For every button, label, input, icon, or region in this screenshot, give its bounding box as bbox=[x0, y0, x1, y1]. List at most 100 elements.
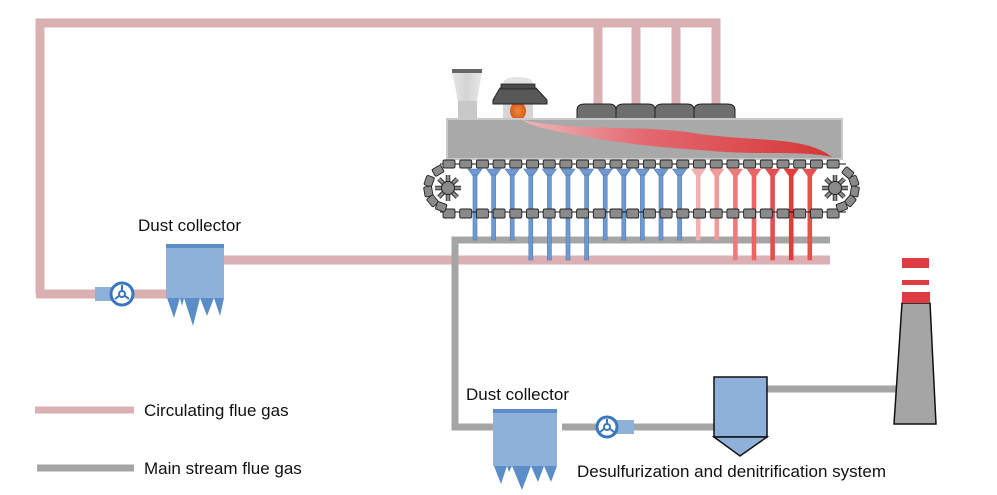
pallet-trolley bbox=[509, 159, 523, 169]
fan-icon bbox=[109, 281, 135, 307]
sprocket-right-icon bbox=[822, 175, 848, 201]
dust-hopper-cones bbox=[494, 466, 557, 490]
ignition-flame-icon bbox=[510, 102, 526, 120]
dust-hopper-cones bbox=[167, 298, 224, 326]
dust-collector-cap bbox=[166, 244, 224, 248]
legend-label-main-stream: Main stream flue gas bbox=[144, 459, 302, 478]
chimney bbox=[893, 258, 937, 425]
pallet-trolley bbox=[492, 208, 506, 219]
chimney-band bbox=[902, 280, 929, 285]
ignition-hood-top bbox=[500, 83, 536, 90]
pallet-trolley bbox=[592, 208, 606, 219]
pallet-trolley bbox=[592, 159, 606, 169]
circulating-hood bbox=[576, 103, 617, 121]
windbox-leg bbox=[621, 174, 627, 241]
pallet-trolley bbox=[475, 208, 489, 219]
pallet-trolley bbox=[759, 159, 773, 169]
windbox-leg bbox=[788, 174, 794, 261]
pallet-trolley bbox=[809, 208, 823, 219]
pallet-trolley bbox=[559, 208, 573, 219]
pallet-trolley bbox=[426, 194, 439, 208]
legend-label-circulating: Circulating flue gas bbox=[144, 401, 289, 420]
pallet-trolley bbox=[609, 159, 623, 169]
pallet-chain bbox=[423, 159, 860, 219]
pallet-trolley bbox=[826, 208, 840, 219]
pallet-trolley bbox=[676, 159, 690, 169]
pallet-trolley bbox=[542, 208, 556, 219]
ignition-hood bbox=[492, 87, 548, 105]
fan-blades bbox=[599, 419, 615, 433]
pallet-trolley bbox=[844, 194, 857, 208]
dust-collector-cap bbox=[493, 409, 557, 413]
circulating-hoods bbox=[576, 103, 736, 121]
circulating-return-pipe bbox=[35, 18, 721, 294]
windbox-leg bbox=[491, 174, 496, 241]
pallet-trolley bbox=[509, 208, 523, 219]
sprocket-hub bbox=[828, 181, 842, 195]
pallet-trolley bbox=[709, 159, 723, 169]
windbox-leg bbox=[695, 174, 701, 241]
dust-collector-body bbox=[493, 411, 557, 466]
windbox-leg bbox=[640, 174, 645, 241]
pallet-trolley bbox=[659, 159, 673, 169]
windbox-leg bbox=[658, 174, 664, 241]
windbox-leg bbox=[677, 174, 682, 241]
pallet-trolley bbox=[431, 164, 445, 177]
ignition-hood-dome bbox=[503, 77, 533, 84]
pallet-trolley bbox=[743, 208, 757, 219]
chimney-body bbox=[893, 302, 937, 425]
windbox-leg bbox=[714, 174, 720, 241]
pallet-trolley bbox=[442, 208, 456, 219]
pallet-trolley bbox=[475, 159, 489, 169]
chimney-band bbox=[902, 258, 929, 268]
desulfurization-denitrification-tower: Desulfurization and denitrification syst… bbox=[577, 376, 886, 481]
circulating-hood bbox=[654, 103, 695, 121]
desulfurization-label: Desulfurization and denitrification syst… bbox=[577, 462, 886, 481]
pallet-trolley bbox=[626, 208, 640, 219]
dust-collector-label-top: Dust collector bbox=[138, 216, 241, 235]
pallet-trolley bbox=[759, 208, 773, 219]
windbox-leg bbox=[602, 174, 608, 241]
pallet-trolley bbox=[423, 185, 434, 198]
pallet-trolley bbox=[459, 208, 473, 219]
pallet-trolley bbox=[642, 208, 656, 219]
pallet-trolley bbox=[809, 159, 823, 169]
circulating-flue-gas-pipes bbox=[35, 18, 830, 299]
sprocket-left-icon bbox=[435, 175, 461, 201]
dust-collector-main: Dust collector bbox=[466, 385, 569, 490]
pallet-trolley bbox=[676, 208, 690, 219]
pallet-trolley bbox=[726, 159, 740, 169]
pallet-trolley bbox=[526, 159, 539, 169]
pallet-trolley bbox=[442, 159, 456, 169]
feed-hopper-rim bbox=[452, 69, 482, 73]
pallet-trolley bbox=[826, 159, 840, 169]
pallet-trolley bbox=[492, 159, 506, 169]
windbox-leg bbox=[472, 174, 478, 241]
circulating-hood bbox=[693, 103, 736, 121]
pallet-trolley bbox=[559, 159, 573, 169]
pallet-trolley bbox=[435, 201, 448, 213]
fan-main bbox=[595, 415, 634, 439]
pallet-trolley bbox=[576, 159, 590, 169]
legend: Circulating flue gas Main stream flue ga… bbox=[35, 401, 302, 478]
pallet-trolley bbox=[693, 208, 706, 219]
feed-hopper-neck bbox=[458, 101, 477, 120]
pallet-trolley bbox=[642, 159, 656, 169]
pallet-trolley bbox=[841, 166, 855, 179]
tower-body bbox=[713, 376, 768, 438]
fan-icon bbox=[595, 415, 619, 439]
pallet-trolley bbox=[626, 159, 640, 169]
dust-collector-body bbox=[166, 246, 224, 298]
pallet-trolley bbox=[609, 208, 623, 219]
feed-hopper bbox=[452, 72, 482, 101]
sprocket-hub bbox=[441, 181, 455, 195]
pallet-trolley bbox=[542, 159, 556, 169]
burning-zone-flame bbox=[522, 120, 832, 157]
pallet-trolley bbox=[726, 208, 740, 219]
pallet-trolley bbox=[793, 208, 807, 219]
pallet-trolley bbox=[659, 208, 673, 219]
pallet-trolley bbox=[776, 208, 790, 219]
pallet-trolley bbox=[776, 159, 790, 169]
pallet-trolley bbox=[576, 208, 590, 219]
